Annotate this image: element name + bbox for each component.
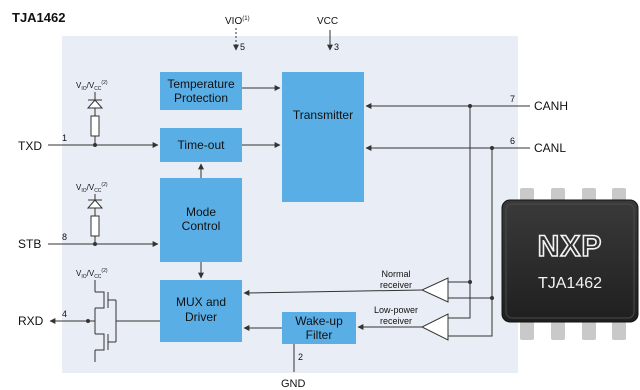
temperature-line1: Temperature — [167, 77, 235, 91]
canh-pin-number: 7 — [510, 94, 515, 104]
stb-resistor-icon — [90, 215, 100, 237]
rxd-nmos-icon — [95, 333, 105, 351]
chip-body — [501, 199, 639, 323]
canh-to-lowpower-rx — [448, 282, 471, 319]
rxd-pin-number: 4 — [62, 309, 67, 319]
mode-line1: Mode — [186, 205, 216, 219]
txd-label: TXD — [18, 139, 42, 153]
wakeup-line1: Wake-up — [295, 314, 343, 328]
wakeup-filter-block — [282, 312, 356, 344]
txd-pullup-label: VIO/VCC(2) — [76, 80, 108, 92]
normal-receiver-line1: Normal — [381, 269, 410, 279]
canl-to-lowpower-rx — [448, 298, 493, 337]
vio-label: VIO(1) — [225, 16, 250, 27]
txd-pin-number: 1 — [62, 133, 67, 143]
vcc-label: VCC — [317, 16, 338, 27]
lowpower-receiver-line2: receiver — [380, 316, 412, 326]
transmitter-label: Transmitter — [293, 108, 353, 122]
wakeup-line2: Filter — [306, 328, 333, 342]
gnd-label: GND — [281, 378, 306, 390]
temperature-protection-block — [160, 72, 242, 110]
canl-label: CANL — [534, 141, 566, 155]
mux-driver-block — [160, 280, 242, 342]
transmitter-block — [282, 72, 364, 202]
normal-receiver-symbol — [420, 277, 449, 303]
diagram-title: TJA1462 — [12, 10, 65, 25]
mux-line2: Driver — [185, 310, 217, 324]
chip-bevel — [505, 203, 635, 319]
mode-line2: Control — [182, 219, 221, 233]
txd-resistor-icon — [90, 115, 100, 137]
normal-receiver-line2: receiver — [380, 280, 412, 290]
vcc-pin-number: 3 — [334, 42, 339, 52]
timeout-block — [160, 128, 242, 162]
stb-pullup-label: VIO/VCC(2) — [76, 182, 108, 194]
chip-logo: NXP — [538, 230, 603, 263]
chip-part-number: TJA1462 — [538, 275, 602, 292]
rxd-pmos-icon — [95, 291, 105, 309]
chip-package-image: NXP TJA1462 — [501, 188, 639, 340]
mux-line1: MUX and — [176, 295, 226, 309]
rxd-supply-label: VIO/VCC(2) — [76, 268, 108, 280]
rx-junction-2 — [490, 296, 494, 300]
rxd-label: RXD — [18, 314, 44, 328]
lowpower-receiver-line1: Low-power — [374, 305, 418, 315]
temperature-line2: Protection — [174, 91, 228, 105]
rx-junction-1 — [468, 280, 472, 284]
stb-pin-number: 8 — [62, 232, 67, 242]
normal-rx-to-mux-arrow — [243, 289, 423, 296]
canh-label: CANH — [534, 99, 568, 113]
gnd-pin-number: 2 — [298, 352, 303, 362]
mode-control-block — [160, 178, 242, 262]
vio-pin-number: 5 — [240, 42, 245, 52]
stb-label: STB — [18, 237, 41, 251]
lowpower-receiver-symbol — [420, 313, 449, 341]
canl-pin-number: 6 — [510, 136, 515, 146]
timeout-label: Time-out — [178, 138, 226, 152]
